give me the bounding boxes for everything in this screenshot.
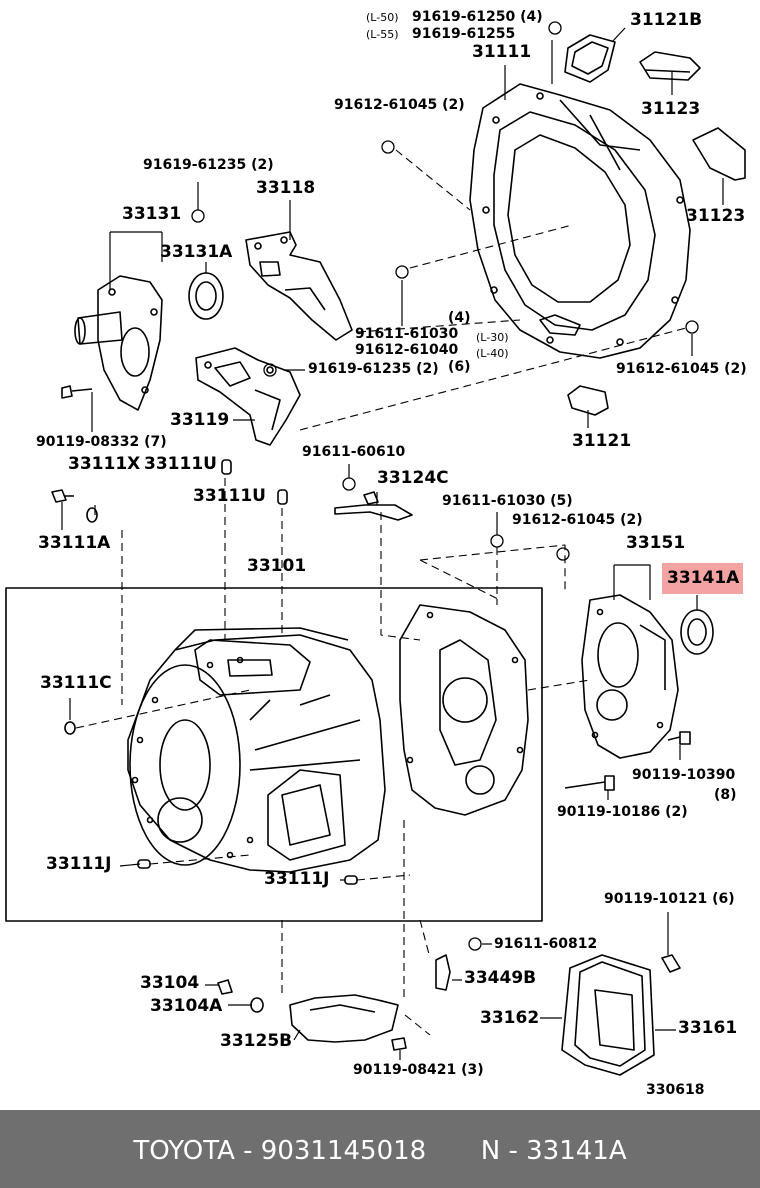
label-l30: (L-30) xyxy=(476,331,509,344)
label-31111: 31111 xyxy=(472,42,532,62)
label-l55: (L-55) xyxy=(366,28,399,41)
footer-part-number: 9031145018 xyxy=(260,1136,427,1166)
label-33119: 33119 xyxy=(170,410,230,430)
label-90119-08332: 90119-08332 (7) xyxy=(36,434,167,450)
footer-sep-1: - xyxy=(243,1136,253,1166)
footer-bar: TOYOTA - 9031145018 N - 33141A xyxy=(0,1110,760,1188)
label-31123-top: 31123 xyxy=(641,99,701,119)
label-33131: 33131 xyxy=(122,204,182,224)
footer-text: TOYOTA - 9031145018 N - 33141A xyxy=(0,1136,760,1166)
seal-33131A xyxy=(188,272,224,320)
label-qty-4: (4) xyxy=(448,310,471,326)
main-case-frame xyxy=(5,587,543,922)
footer-ref-code: 33141A xyxy=(526,1136,627,1166)
label-33104: 33104 xyxy=(140,973,200,993)
label-91612-61045-c: 91612-61045 (2) xyxy=(512,512,643,528)
label-33162: 33162 xyxy=(480,1008,540,1028)
intermediate-plate xyxy=(399,604,529,816)
label-91612-61040: 91612-61040 xyxy=(355,342,459,358)
extension-housing-33151 xyxy=(581,594,679,759)
transmission-case-33101 xyxy=(127,627,386,873)
label-33131A: 33131A xyxy=(160,242,233,262)
oil-pan-33161 xyxy=(561,954,655,1076)
cover-31121 xyxy=(567,385,609,416)
leader-lines xyxy=(61,27,724,1060)
label-31121: 31121 xyxy=(572,431,632,451)
bracket-33118 xyxy=(245,231,353,341)
bracket-33125B xyxy=(289,994,399,1043)
label-33111C: 33111C xyxy=(40,673,112,693)
footer-brand: TOYOTA xyxy=(133,1136,235,1166)
label-91619-61235-b: 91619-61235 (2) xyxy=(308,361,439,377)
label-91611-61030-b: 91611-61030 (5) xyxy=(442,493,573,509)
label-qty-8: (8) xyxy=(714,787,737,803)
label-diagram-id: 330618 xyxy=(646,1082,705,1098)
label-33111U-b: 33111U xyxy=(193,486,266,506)
clip-33449B xyxy=(435,954,451,991)
cover-31121B xyxy=(564,34,616,83)
label-91619-61255: 91619-61255 xyxy=(412,26,516,42)
label-33151: 33151 xyxy=(626,533,686,553)
highlight-33141A xyxy=(662,563,743,594)
label-33111U-a: 33111U xyxy=(144,454,217,474)
label-33124C: 33124C xyxy=(377,468,449,488)
label-33111J-b: 33111J xyxy=(264,869,330,889)
label-91619-61235-a: 91619-61235 (2) xyxy=(143,157,274,173)
retainer-33131 xyxy=(74,275,163,411)
label-l50: (L-50) xyxy=(366,11,399,24)
label-33118: 33118 xyxy=(256,178,316,198)
oil-seal-33141A xyxy=(680,609,714,655)
label-91619-61250: 91619-61250 (4) xyxy=(412,9,543,25)
label-91611-60812: 91611-60812 xyxy=(494,936,598,952)
label-33111A: 33111A xyxy=(38,533,111,553)
label-91612-61045-b: 91612-61045 (2) xyxy=(616,361,747,377)
parts-diagram xyxy=(5,21,746,1076)
cover-31123-right xyxy=(692,127,746,181)
label-33141A: 33141A xyxy=(667,568,740,588)
footer-sep-2: - xyxy=(508,1136,518,1166)
label-33111J-a: 33111J xyxy=(46,854,112,874)
label-33161: 33161 xyxy=(678,1018,738,1038)
alignment-lines xyxy=(75,149,687,1036)
label-31121B: 31121B xyxy=(630,10,703,30)
label-33111X: 33111X xyxy=(68,454,141,474)
label-91611-61030: 91611-61030 xyxy=(355,326,459,342)
label-qty-6: (6) xyxy=(448,359,471,375)
label-l40: (L-40) xyxy=(476,347,509,360)
bracket-33119 xyxy=(195,347,301,446)
cover-31123-top xyxy=(639,51,701,81)
label-90119-10390: 90119-10390 xyxy=(632,767,736,783)
label-33101: 33101 xyxy=(247,556,307,576)
label-33104A: 33104A xyxy=(150,996,223,1016)
clutch-housing-31111 xyxy=(469,83,691,359)
label-90119-08421: 90119-08421 (3) xyxy=(353,1062,484,1078)
plate-33124C xyxy=(334,504,413,521)
label-33125B: 33125B xyxy=(220,1031,293,1051)
label-91612-61045-a: 91612-61045 (2) xyxy=(334,97,465,113)
label-91611-60610: 91611-60610 xyxy=(302,444,406,460)
label-33449B: 33449B xyxy=(464,968,537,988)
footer-ref: N xyxy=(480,1136,501,1166)
label-90119-10186: 90119-10186 (2) xyxy=(557,804,688,820)
label-31123-right: 31123 xyxy=(686,206,746,226)
label-90119-10121: 90119-10121 (6) xyxy=(604,891,735,907)
